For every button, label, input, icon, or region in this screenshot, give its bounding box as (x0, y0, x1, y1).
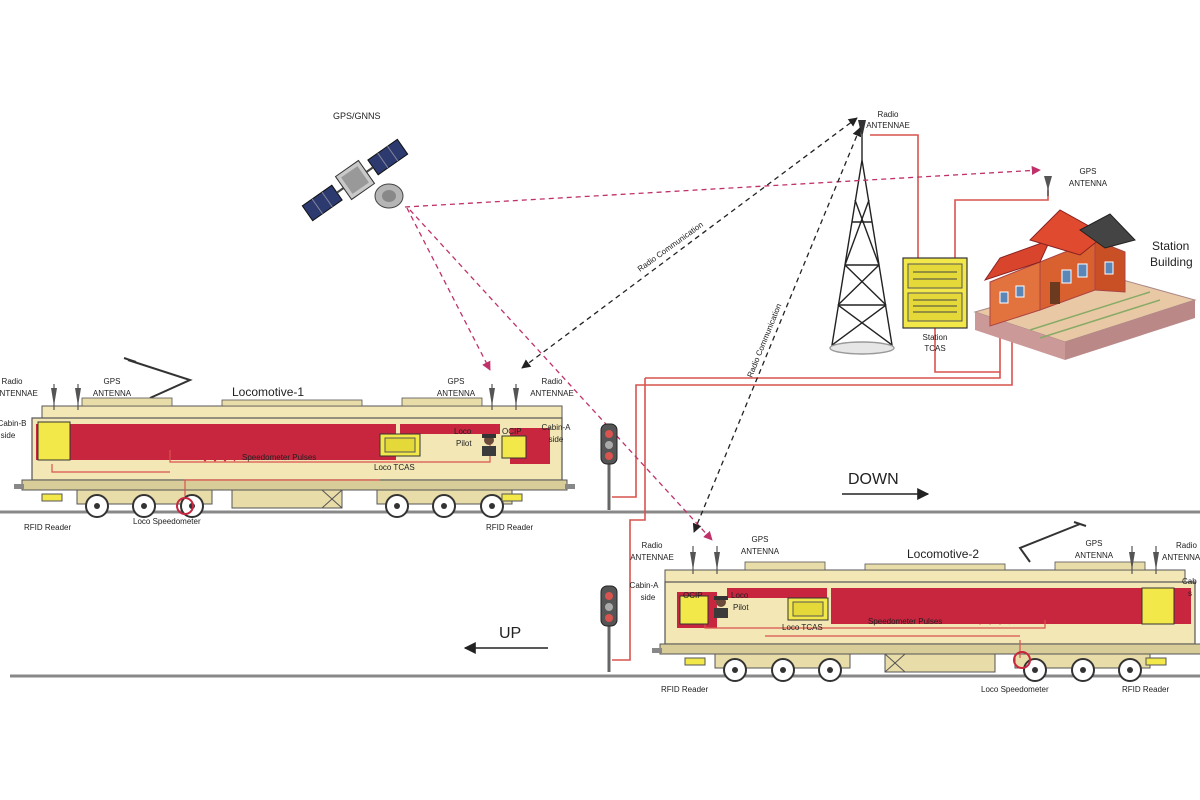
station-building-icon (973, 209, 1197, 360)
loco2-radio-label-2: ANTENNAE (630, 553, 674, 562)
loco2-rfid-left-label: RFID Reader (661, 685, 708, 694)
loco2-cabin-a-label-2: side (641, 593, 656, 602)
radio-comm-label-2: Radio Communication (746, 302, 784, 378)
signal-wires (612, 134, 1049, 661)
station-gps-label-2: ANTENNA (1069, 179, 1108, 188)
tower-icon (829, 135, 895, 355)
station-tcas-label-2: TCAS (924, 344, 945, 353)
station-building-label-1: Station (1152, 239, 1189, 253)
loco2-radio-b-label-2: ANTENNAE (1162, 553, 1200, 562)
loco2-cabin-b-label-1: Cab (1182, 577, 1197, 586)
loco1-pilot-label-1: Loco (454, 427, 472, 436)
loco1-cabin-a-label-1: Cabin-A (542, 423, 572, 432)
loco2-gps-b-label-2: ANTENNA (1075, 551, 1114, 560)
locomotive-1-title: Locomotive-1 (232, 385, 304, 399)
loco1-radio-label-1: Radio (2, 377, 23, 386)
loco1-radio-b-label-2: ANTENNAE (530, 389, 574, 398)
loco1-rfid-left-label: RFID Reader (24, 523, 71, 532)
loco2-cabin-a-label-1: Cabin-A (630, 581, 660, 590)
station-building-label-2: Building (1150, 255, 1193, 269)
satellite-label: GPS/GNNS (333, 111, 381, 121)
station-tcas-label-1: Station (923, 333, 948, 342)
station-tcas-unit (902, 257, 968, 329)
loco2-gps-label-1: GPS (752, 535, 769, 544)
locomotive-2-title: Locomotive-2 (907, 547, 979, 561)
pilot-icon (714, 596, 728, 618)
station-gps-label-1: GPS (1080, 167, 1097, 176)
tower-antenna-label-2: ANTENNAE (866, 121, 910, 130)
locomotive-1 (13, 357, 576, 518)
radio-links (521, 117, 862, 533)
locomotive-2 (651, 521, 1200, 682)
loco2-pilot-label-1: Loco (731, 591, 749, 600)
loco2-radio-label-1: Radio (642, 541, 663, 550)
loco1-cabin-b-label-1: Cabin-B (0, 419, 26, 428)
loco2-pilot-label-2: Pilot (733, 603, 749, 612)
loco2-cabin-b-label-2: s (1188, 589, 1192, 598)
down-direction-label: DOWN (848, 471, 899, 488)
loco1-ocip-label: OCIP (502, 427, 522, 436)
loco1-pulses-label: Speedometer Pulses (242, 453, 316, 462)
loco1-cabin-a-label-2: side (549, 435, 564, 444)
pilot-icon (482, 434, 496, 456)
satellite-icon (301, 138, 409, 222)
signal-icon (600, 585, 618, 672)
loco1-speedometer-label: Loco Speedometer (133, 517, 201, 526)
radio-comm-label-1: Radio Communication (636, 220, 705, 274)
loco1-gps-b-label-2: ANTENNA (437, 389, 476, 398)
loco1-radio-label-2: ANTENNAE (0, 389, 38, 398)
station-gps-antenna-icon (1044, 176, 1052, 196)
loco2-ocip-label: OCIP (683, 591, 703, 600)
loco2-tcas-label: Loco TCAS (782, 623, 823, 632)
tower-antenna-icon (858, 120, 866, 138)
satellite-dish-icon (374, 183, 404, 209)
loco2-rfid-right-label: RFID Reader (1122, 685, 1169, 694)
loco1-cabin-b-label-2: side (1, 431, 16, 440)
tower-antenna-label-1: Radio (878, 110, 899, 119)
up-direction-label: UP (499, 625, 521, 642)
loco2-pulses-label: Speedometer Pulses (868, 617, 942, 626)
loco2-radio-b-label-1: Radio (1176, 541, 1197, 550)
loco1-rfid-right-label: RFID Reader (486, 523, 533, 532)
loco1-gps-b-label-1: GPS (448, 377, 465, 386)
signal-icon (600, 423, 618, 510)
loco1-gps-label-2: ANTENNA (93, 389, 132, 398)
loco1-radio-b-label-1: Radio (542, 377, 563, 386)
loco1-gps-label-1: GPS (104, 377, 121, 386)
loco2-gps-b-label-1: GPS (1086, 539, 1103, 548)
loco1-pilot-label-2: Pilot (456, 439, 472, 448)
loco1-tcas-label: Loco TCAS (374, 463, 415, 472)
loco2-speedometer-label: Loco Speedometer (981, 685, 1049, 694)
loco2-gps-label-2: ANTENNA (741, 547, 780, 556)
